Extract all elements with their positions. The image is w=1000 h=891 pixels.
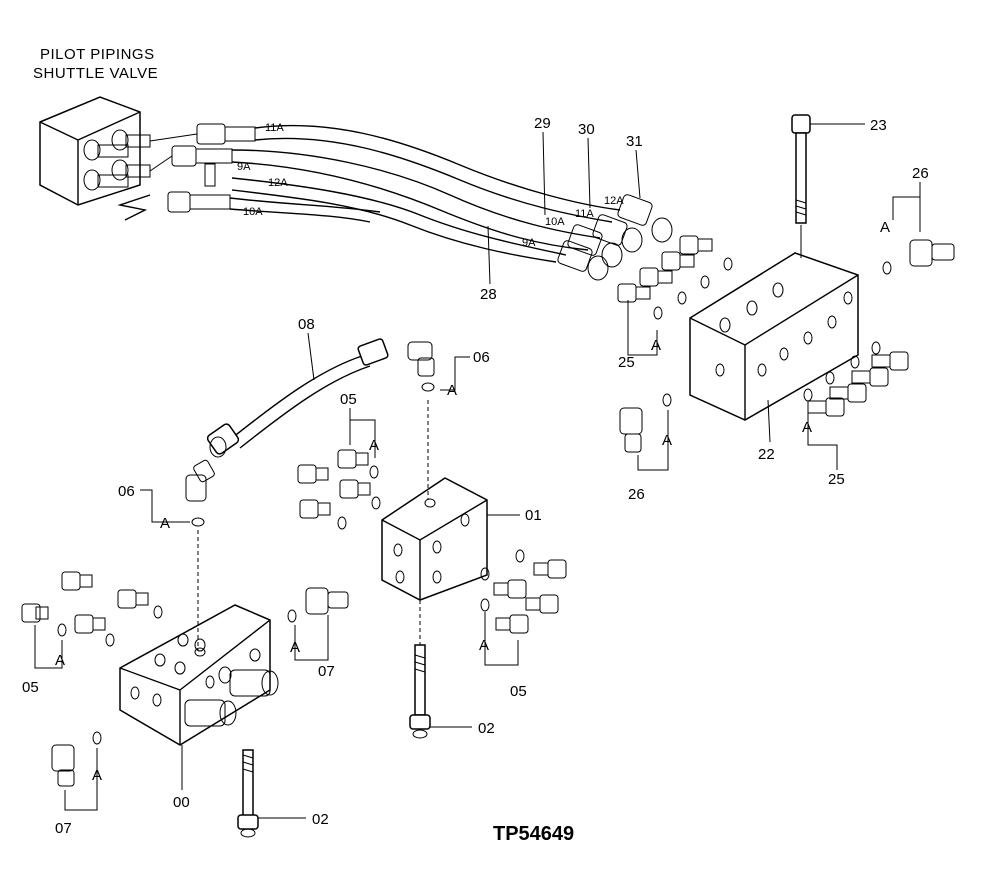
valve-block-01 — [381, 400, 488, 601]
part-label-25-upper: 25 — [618, 354, 635, 371]
part-label-22: 22 — [758, 446, 775, 463]
part-label-26-bottom: 26 — [628, 486, 645, 503]
elbow-fitting-07-left — [51, 731, 102, 787]
hose-tag-11a-end: 11A — [575, 208, 594, 220]
pilot-hose-bundle — [117, 124, 621, 263]
fittings-05-right — [480, 549, 567, 634]
fittings-05-left — [21, 571, 163, 647]
a-mark-10: A — [290, 639, 300, 656]
part-label-07-left: 07 — [55, 820, 72, 837]
bolt-02-lower — [237, 749, 259, 838]
hose-tag-12a: 12A — [268, 177, 288, 189]
title-line-1: PILOT PIPINGS — [40, 46, 155, 63]
hose-tag-9a-end: 9A — [522, 237, 536, 249]
part-label-05-upper: 05 — [340, 391, 357, 408]
fittings-25-upper — [617, 235, 733, 320]
part-label-05-left: 05 — [22, 679, 39, 696]
a-mark-4: A — [662, 432, 672, 449]
a-mark-1: A — [880, 219, 890, 236]
hose-tag-10a: 10A — [243, 206, 263, 218]
part-label-26-top: 26 — [912, 165, 929, 182]
part-label-23: 23 — [870, 117, 887, 134]
part-label-02-center: 02 — [478, 720, 495, 737]
part-label-28: 28 — [480, 286, 497, 303]
a-mark-6: A — [369, 437, 379, 454]
a-mark-11: A — [92, 767, 102, 784]
valve-block-00 — [119, 530, 279, 746]
a-mark-3: A — [802, 419, 812, 436]
hose-tag-11a: 11A — [265, 122, 284, 134]
hose-08 — [206, 338, 389, 458]
hose-fittings-left — [149, 123, 256, 213]
part-label-06-upper: 06 — [473, 349, 490, 366]
hose-fittings-right — [557, 194, 673, 281]
part-label-30: 30 — [578, 121, 595, 138]
hose-tag-12a-end: 12A — [604, 195, 624, 207]
part-label-06-lower: 06 — [118, 483, 135, 500]
a-mark-8: A — [160, 515, 170, 532]
manifold-block-22 — [689, 252, 859, 421]
part-label-31: 31 — [626, 133, 643, 150]
elbow-fitting-26-top — [882, 239, 955, 275]
part-label-25-lower: 25 — [828, 471, 845, 488]
hose-tag-9a: 9A — [237, 161, 251, 173]
part-label-07-right: 07 — [318, 663, 335, 680]
drawing-reference: TP54649 — [493, 823, 574, 845]
part-label-29: 29 — [534, 115, 551, 132]
part-label-01: 01 — [525, 507, 542, 524]
part-label-05-right: 05 — [510, 683, 527, 700]
part-label-02-lower: 02 — [312, 811, 329, 828]
part-label-00: 00 — [173, 794, 190, 811]
shuttle-valve-block — [39, 96, 151, 206]
fittings-25-lower — [803, 341, 909, 417]
title-line-2: SHUTTLE VALVE — [33, 65, 158, 82]
elbow-fitting-06-lower — [185, 459, 215, 527]
a-mark-7: A — [479, 637, 489, 654]
elbow-fitting-07-right — [287, 587, 349, 623]
elbow-fitting-26-bottom — [619, 393, 672, 453]
a-mark-9: A — [55, 652, 65, 669]
bolt-23 — [791, 114, 811, 258]
hose-tag-10a-end: 10A — [545, 216, 565, 228]
fittings-05-upper — [297, 449, 381, 530]
a-mark-5: A — [447, 382, 457, 399]
bolt-02-center — [409, 600, 431, 739]
part-label-08: 08 — [298, 316, 315, 333]
elbow-fitting-06-upper — [407, 341, 435, 392]
a-mark-2: A — [651, 337, 661, 354]
